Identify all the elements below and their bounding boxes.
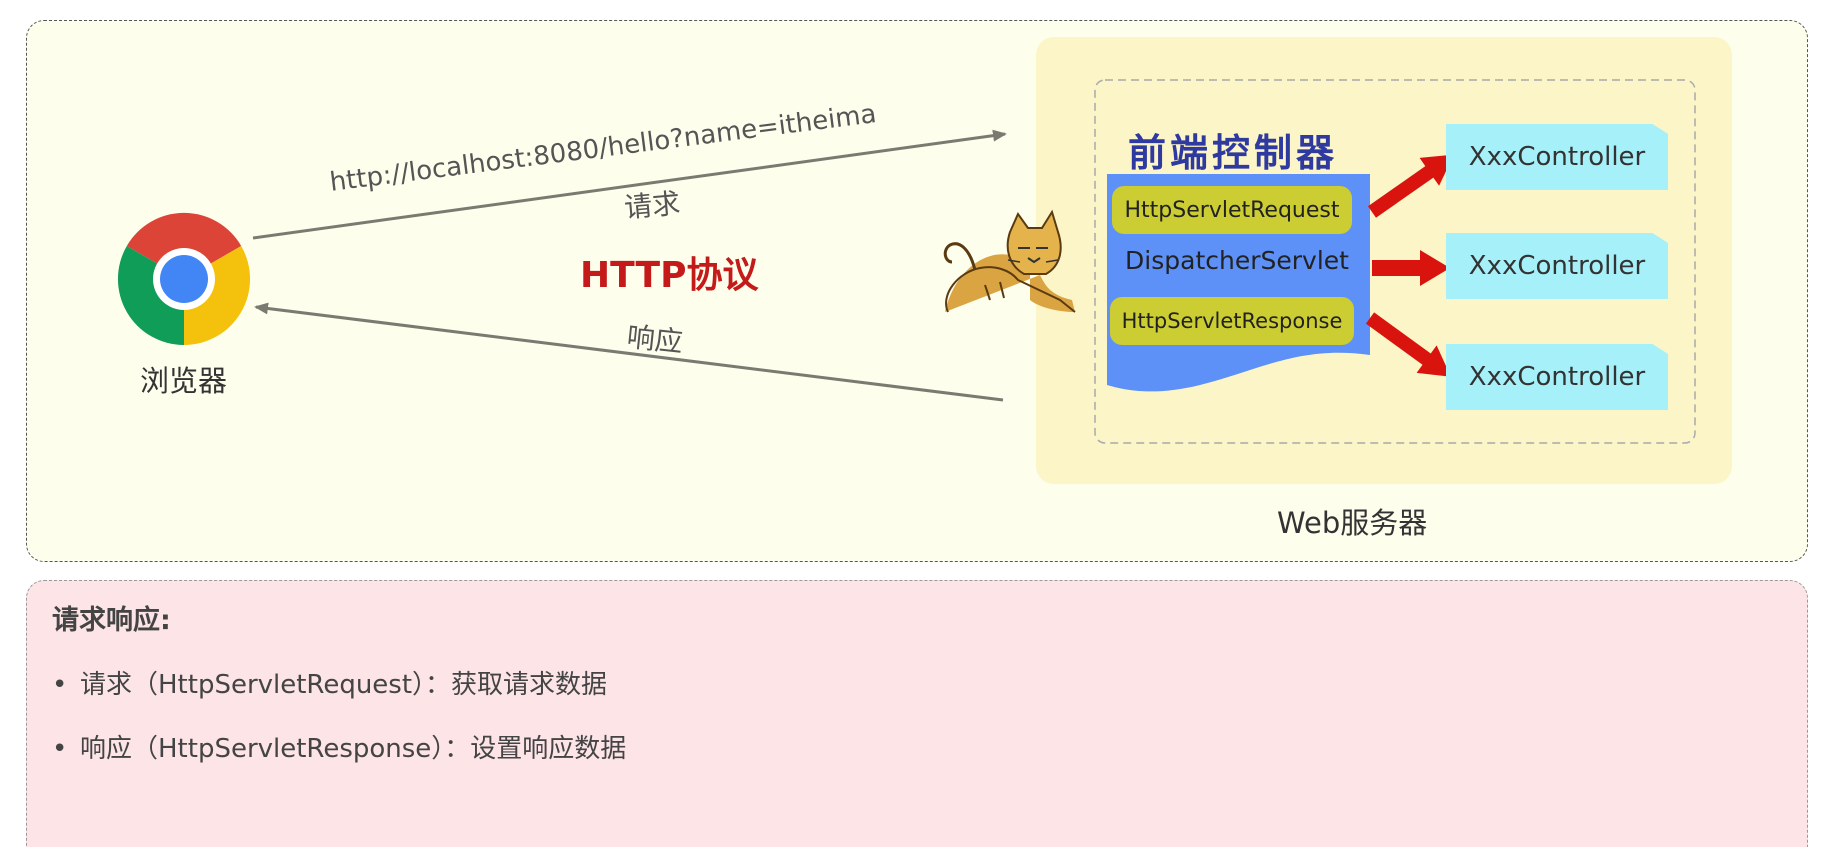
protocol-label: HTTP协议 <box>580 255 759 296</box>
request-label: 请求 <box>622 186 682 225</box>
web-server-label: Web服务器 <box>1277 506 1428 540</box>
notes-panel <box>26 580 1808 847</box>
dispatcher-label: DispatcherServlet <box>1125 246 1349 275</box>
controller-box: XxxController <box>1446 344 1668 410</box>
front-controller-title: 前端控制器 <box>1128 130 1339 175</box>
notes-item-text: 响应（HttpServletResponse）：设置响应数据 <box>80 734 627 764</box>
response-arrow <box>254 302 1004 402</box>
notes-item-text: 请求（HttpServletRequest）：获取请求数据 <box>80 670 608 700</box>
controller-box: XxxController <box>1446 233 1668 299</box>
response-object-pill: HttpServletResponse <box>1110 297 1354 345</box>
response-label: 响应 <box>625 320 685 359</box>
chrome-icon <box>117 212 251 345</box>
red-arrow-1 <box>1367 154 1454 218</box>
tomcat-icon <box>943 209 1076 313</box>
front-controller-box <box>1094 79 1696 444</box>
notes-item: •响应（HttpServletResponse）：设置响应数据 <box>52 734 627 764</box>
controller-box: XxxController <box>1446 124 1668 190</box>
notes-item: •请求（HttpServletRequest）：获取请求数据 <box>52 670 608 700</box>
red-arrow-3 <box>1365 312 1451 377</box>
browser-label: 浏览器 <box>140 364 228 398</box>
notes-title: 请求响应: <box>52 605 171 636</box>
request-arrow <box>252 129 1007 240</box>
red-arrow-2 <box>1372 250 1450 286</box>
request-object-pill: HttpServletRequest <box>1112 186 1352 234</box>
